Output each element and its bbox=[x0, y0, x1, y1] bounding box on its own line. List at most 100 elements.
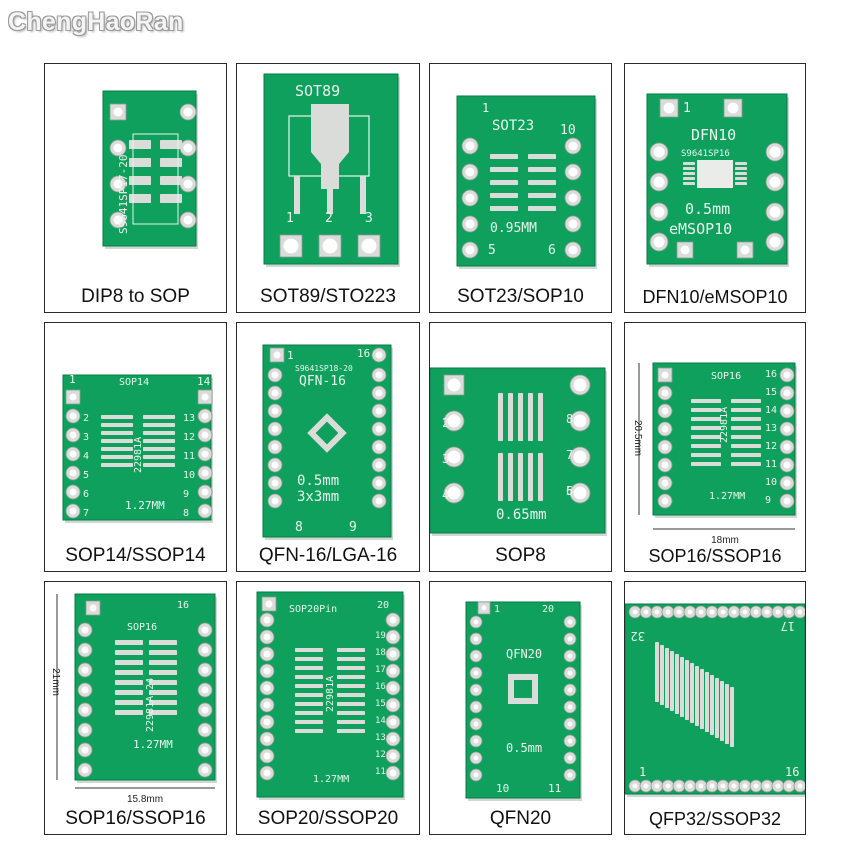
smd-pad bbox=[129, 176, 151, 185]
dimension-label: 21mm bbox=[50, 668, 61, 696]
smd-pad bbox=[337, 693, 365, 697]
drill-hole bbox=[720, 609, 726, 615]
silk-label: 10 bbox=[183, 470, 195, 481]
drill-hole bbox=[473, 636, 479, 642]
drill-hole bbox=[375, 351, 383, 359]
smd-pad bbox=[691, 399, 721, 403]
drill-hole bbox=[271, 497, 279, 505]
smd-pad bbox=[143, 455, 175, 459]
smd-pad bbox=[101, 423, 133, 427]
smd-pad bbox=[149, 710, 177, 715]
drill-hole bbox=[783, 461, 791, 469]
silk-label: SOP16 bbox=[711, 371, 741, 382]
drill-hole bbox=[775, 609, 781, 615]
drill-hole bbox=[271, 443, 279, 451]
drill-hole bbox=[643, 609, 649, 615]
smd-pad bbox=[115, 710, 143, 715]
silk-label: 16 bbox=[375, 682, 386, 692]
drill-hole bbox=[687, 609, 693, 615]
drill-hole bbox=[81, 766, 89, 774]
drill-hole bbox=[273, 351, 281, 359]
dimension-label: 20.5mm bbox=[632, 420, 643, 456]
silk-label: 7 bbox=[566, 448, 573, 462]
drill-hole bbox=[271, 389, 279, 397]
drill-hole bbox=[465, 141, 475, 151]
silk-label: 1.27MM bbox=[125, 499, 165, 512]
product-tile-dip8[interactable]: S9641SP17-20 DIP8 to SOP bbox=[44, 63, 227, 313]
drill-hole bbox=[271, 461, 279, 469]
smd-pad bbox=[528, 167, 556, 172]
tile-caption: SOP8 bbox=[495, 545, 546, 566]
drill-hole bbox=[201, 766, 209, 774]
drill-hole bbox=[775, 783, 781, 789]
drill-hole bbox=[69, 393, 77, 401]
drill-hole bbox=[568, 167, 578, 177]
silk-label: 0.95MM bbox=[490, 221, 537, 236]
smd-pad bbox=[665, 648, 669, 708]
drill-hole bbox=[567, 772, 573, 778]
silk-label: SOP14 bbox=[119, 377, 149, 388]
drill-hole bbox=[573, 414, 587, 428]
silk-label: 5 bbox=[83, 470, 89, 481]
drill-hole bbox=[661, 389, 669, 397]
drill-hole bbox=[389, 769, 397, 777]
smd-pad bbox=[115, 640, 143, 645]
dimension-label: 15.8mm bbox=[127, 794, 163, 805]
drill-hole bbox=[271, 479, 279, 487]
smd-pad bbox=[690, 663, 694, 723]
drill-hole bbox=[568, 245, 578, 255]
smd-pad bbox=[101, 447, 133, 451]
smd-pad bbox=[490, 154, 518, 159]
drill-hole bbox=[473, 670, 479, 676]
product-tile-sop8[interactable]: 182736450.65mm SOP8 bbox=[429, 322, 612, 572]
smd-pad bbox=[715, 678, 719, 738]
silk-label: 11 bbox=[765, 459, 777, 470]
smd-pad bbox=[160, 158, 182, 167]
silk-label: eMSOP10 bbox=[669, 220, 732, 238]
drill-hole bbox=[201, 706, 209, 714]
silk-label: 1 bbox=[683, 101, 691, 116]
drill-hole bbox=[680, 245, 690, 255]
drill-hole bbox=[665, 609, 671, 615]
smd-pad bbox=[129, 194, 151, 203]
tile-caption: SOP14/SSOP14 bbox=[65, 545, 206, 566]
drill-hole bbox=[753, 783, 759, 789]
silk-label: 15 bbox=[375, 699, 386, 709]
smd-pad bbox=[295, 702, 323, 706]
smd-pad bbox=[337, 684, 365, 688]
dimension-label: 18mm bbox=[711, 535, 739, 546]
pcb-board bbox=[256, 591, 404, 798]
smd-pad bbox=[660, 645, 664, 705]
smd-pad bbox=[731, 453, 761, 457]
silk-label: 1 bbox=[639, 765, 646, 779]
drill-hole bbox=[375, 497, 383, 505]
drill-hole bbox=[661, 371, 669, 379]
drill-hole bbox=[375, 461, 383, 469]
tile-caption: SOP16/SSOP16 bbox=[648, 546, 782, 566]
drill-hole bbox=[69, 431, 77, 439]
drill-hole bbox=[698, 609, 704, 615]
drill-hole bbox=[661, 497, 669, 505]
smd-pad bbox=[295, 729, 323, 733]
smd-pad bbox=[295, 648, 323, 652]
center-pad bbox=[697, 160, 733, 188]
silk-label: 10 bbox=[765, 477, 777, 488]
drill-hole bbox=[567, 755, 573, 761]
qfn-center bbox=[514, 680, 532, 698]
smd-pad bbox=[691, 462, 721, 466]
silk-label: 2 bbox=[83, 413, 89, 424]
smd-pad bbox=[731, 417, 761, 421]
drill-hole bbox=[271, 407, 279, 415]
drill-hole bbox=[473, 653, 479, 659]
